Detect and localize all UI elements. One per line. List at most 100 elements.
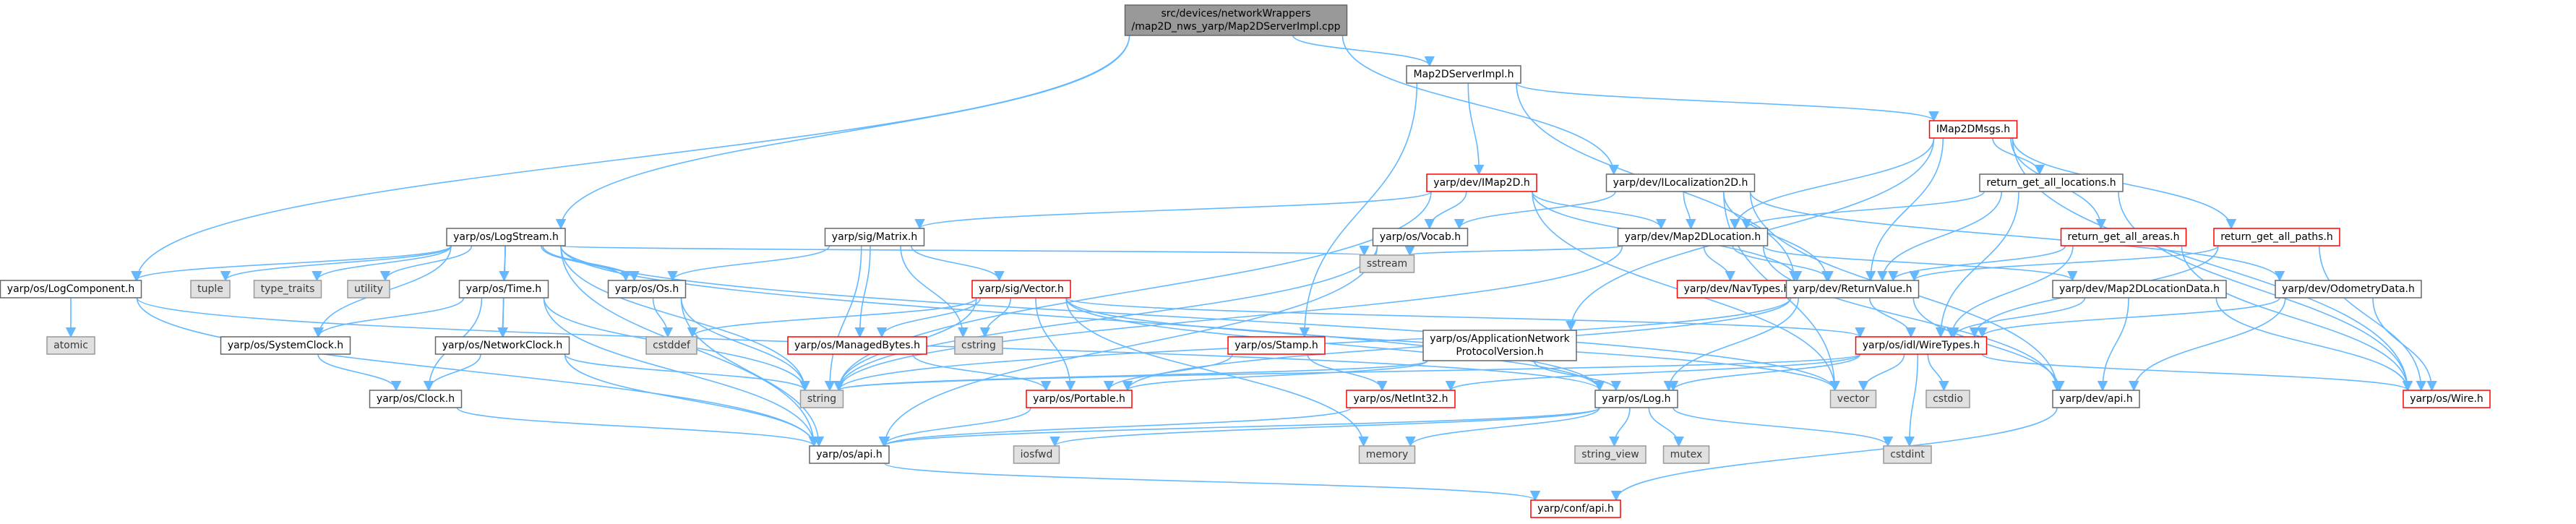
node-label: yarp/dev/Map2DLocationData.h <box>2059 283 2220 295</box>
node-managedbytes[interactable]: yarp/os/ManagedBytes.h <box>787 336 927 355</box>
node-rgap[interactable]: return_get_all_paths.h <box>2213 228 2340 246</box>
node-label: return_get_all_locations.h <box>1986 177 2116 189</box>
node-label: /map2D_nws_yarp/Map2DServerImpl.cpp <box>1132 21 1341 33</box>
edge-os-to-string <box>680 297 810 392</box>
edge-portable-to-osapi <box>878 407 1031 447</box>
node-label: yarp/os/ApplicationNetwork <box>1430 333 1570 345</box>
edge-imap2d-to-vocab <box>1424 191 1467 230</box>
node-box <box>46 336 95 355</box>
edge-vector_h-to-wiretypes <box>1065 297 1866 338</box>
node-networkclock[interactable]: yarp/os/NetworkClock.h <box>434 336 570 355</box>
edge-logstream-to-string <box>560 245 810 392</box>
node-box <box>954 336 1003 355</box>
node-label: yarp/os/LogComponent.h <box>7 283 134 295</box>
node-label: yarp/os/ManagedBytes.h <box>794 340 920 351</box>
node-box <box>1372 228 1469 246</box>
node-box <box>1359 254 1415 273</box>
node-devapi[interactable]: yarp/dev/api.h <box>2052 390 2140 408</box>
node-label: yarp/os/NetInt32.h <box>1353 393 1448 405</box>
node-map2dlocationdata[interactable]: yarp/dev/Map2DLocationData.h <box>2052 280 2227 298</box>
node-utility: utility <box>347 280 390 298</box>
edge-matrix-to-cstring <box>900 245 969 338</box>
edge-map2dserverimpl-to-stamp <box>1299 82 1418 338</box>
node-box <box>1574 445 1647 464</box>
node-label: vector <box>1837 393 1870 405</box>
node-vocab[interactable]: yarp/os/Vocab.h <box>1372 228 1469 246</box>
node-iosfwd: iosfwd <box>1013 445 1060 464</box>
node-label: yarp/os/SystemClock.h <box>228 340 343 351</box>
edge-layer <box>65 35 2437 502</box>
node-stamp[interactable]: yarp/os/Stamp.h <box>1227 336 1326 355</box>
edge-ilocalization2d-to-vocab <box>1454 191 1616 230</box>
node-odometrydata[interactable]: yarp/dev/OdometryData.h <box>2275 280 2422 298</box>
edge-map2dlocation-to-navtypes <box>1703 245 1735 282</box>
node-box <box>1227 336 1326 355</box>
edge-logstream-to-logcomponent <box>131 245 452 282</box>
node-box <box>369 390 463 408</box>
edge-vocab-to-osapi <box>879 245 1378 447</box>
node-map2dlocation[interactable]: yarp/dev/Map2DLocation.h <box>1617 228 1769 246</box>
node-confapi[interactable]: yarp/conf/api.h <box>1530 499 1621 518</box>
node-label: yarp/os/idl/WireTypes.h <box>1863 340 1980 351</box>
edge-imap2d-to-string <box>833 191 1432 392</box>
node-rgaa[interactable]: return_get_all_areas.h <box>2060 228 2187 246</box>
node-box <box>1785 280 1920 298</box>
edge-rgal-to-map2dlocation <box>1741 191 1985 230</box>
edge-wiretypes-to-string <box>834 353 1861 392</box>
node-log[interactable]: yarp/os/Log.h <box>1594 390 1678 408</box>
node-rgal[interactable]: return_get_all_locations.h <box>1979 173 2124 192</box>
node-box <box>2060 228 2187 246</box>
edge-map2dserverimpl-to-imap2d <box>1467 82 1485 176</box>
node-systemclock[interactable]: yarp/os/SystemClock.h <box>220 336 351 355</box>
node-matrix[interactable]: yarp/sig/Matrix.h <box>824 228 925 246</box>
node-label: yarp/dev/Map2DLocation.h <box>1625 231 1761 243</box>
node-returnvalue[interactable]: yarp/dev/ReturnValue.h <box>1785 280 1920 298</box>
node-wiretypes[interactable]: yarp/os/idl/WireTypes.h <box>1855 336 1988 355</box>
node-imap2dmsgs[interactable]: IMap2DMsgs.h <box>1928 120 2018 139</box>
edge-rgap-to-returnvalue <box>1909 245 2219 282</box>
node-root[interactable]: src/devices/networkWrappers/map2D_nws_ya… <box>1124 4 1348 36</box>
edge-osapi-to-confapi <box>884 463 1540 502</box>
node-label: Map2DServerImpl.h <box>1413 69 1514 80</box>
node-imap2d[interactable]: yarp/dev/IMap2D.h <box>1426 173 1537 192</box>
edge-root-to-logcomponent <box>132 35 1130 282</box>
node-netint32[interactable]: yarp/os/NetInt32.h <box>1346 390 1456 408</box>
node-box <box>1676 280 1798 298</box>
node-mutex: mutex <box>1662 445 1710 464</box>
node-box <box>1422 330 1577 361</box>
edge-systemclock-to-clock <box>317 353 402 392</box>
node-map2dserverimpl[interactable]: Map2DServerImpl.h <box>1406 65 1521 84</box>
node-os[interactable]: yarp/os/Os.h <box>607 280 687 298</box>
node-box <box>2052 280 2227 298</box>
node-logcomponent[interactable]: yarp/os/LogComponent.h <box>0 280 142 298</box>
edge-odometrydata-to-wire <box>2372 297 2437 392</box>
edge-wiretypes-to-cstdio <box>1927 353 1949 392</box>
node-box <box>1605 173 1756 192</box>
node-vector_h[interactable]: yarp/sig/Vector.h <box>971 280 1071 298</box>
node-box <box>1979 173 2124 192</box>
node-box <box>1406 65 1521 84</box>
node-label: yarp/conf/api.h <box>1537 503 1614 515</box>
node-box <box>824 228 925 246</box>
node-clock[interactable]: yarp/os/Clock.h <box>369 390 463 408</box>
node-ilocalization2d[interactable]: yarp/dev/ILocalization2D.h <box>1605 173 1756 192</box>
node-osapi[interactable]: yarp/os/api.h <box>809 445 890 464</box>
node-time[interactable]: yarp/os/Time.h <box>458 280 549 298</box>
node-navtypes[interactable]: yarp/dev/NavTypes.h <box>1676 280 1798 298</box>
edge-root-to-logstream <box>555 35 1130 230</box>
node-logstream[interactable]: yarp/os/LogStream.h <box>446 228 566 246</box>
edge-map2dlocationdata-to-wire <box>2215 297 2413 392</box>
node-label: string <box>807 393 836 405</box>
node-portable[interactable]: yarp/os/Portable.h <box>1026 390 1133 408</box>
edge-vector_h-to-cstddef <box>687 297 977 338</box>
node-appnetproto[interactable]: yarp/os/ApplicationNetworkProtocolVersio… <box>1422 330 1577 361</box>
edge-log-to-iosfwd <box>1049 407 1600 447</box>
node-label: yarp/dev/ReturnValue.h <box>1793 283 1912 295</box>
edge-odometrydata-to-wiretypes <box>1977 297 2280 338</box>
node-label: yarp/dev/api.h <box>2059 393 2132 405</box>
edge-matrix-to-vector_h <box>911 245 1005 282</box>
node-wire[interactable]: yarp/os/Wire.h <box>2403 390 2491 408</box>
node-box <box>1855 336 1988 355</box>
node-label: memory <box>1366 449 1409 460</box>
